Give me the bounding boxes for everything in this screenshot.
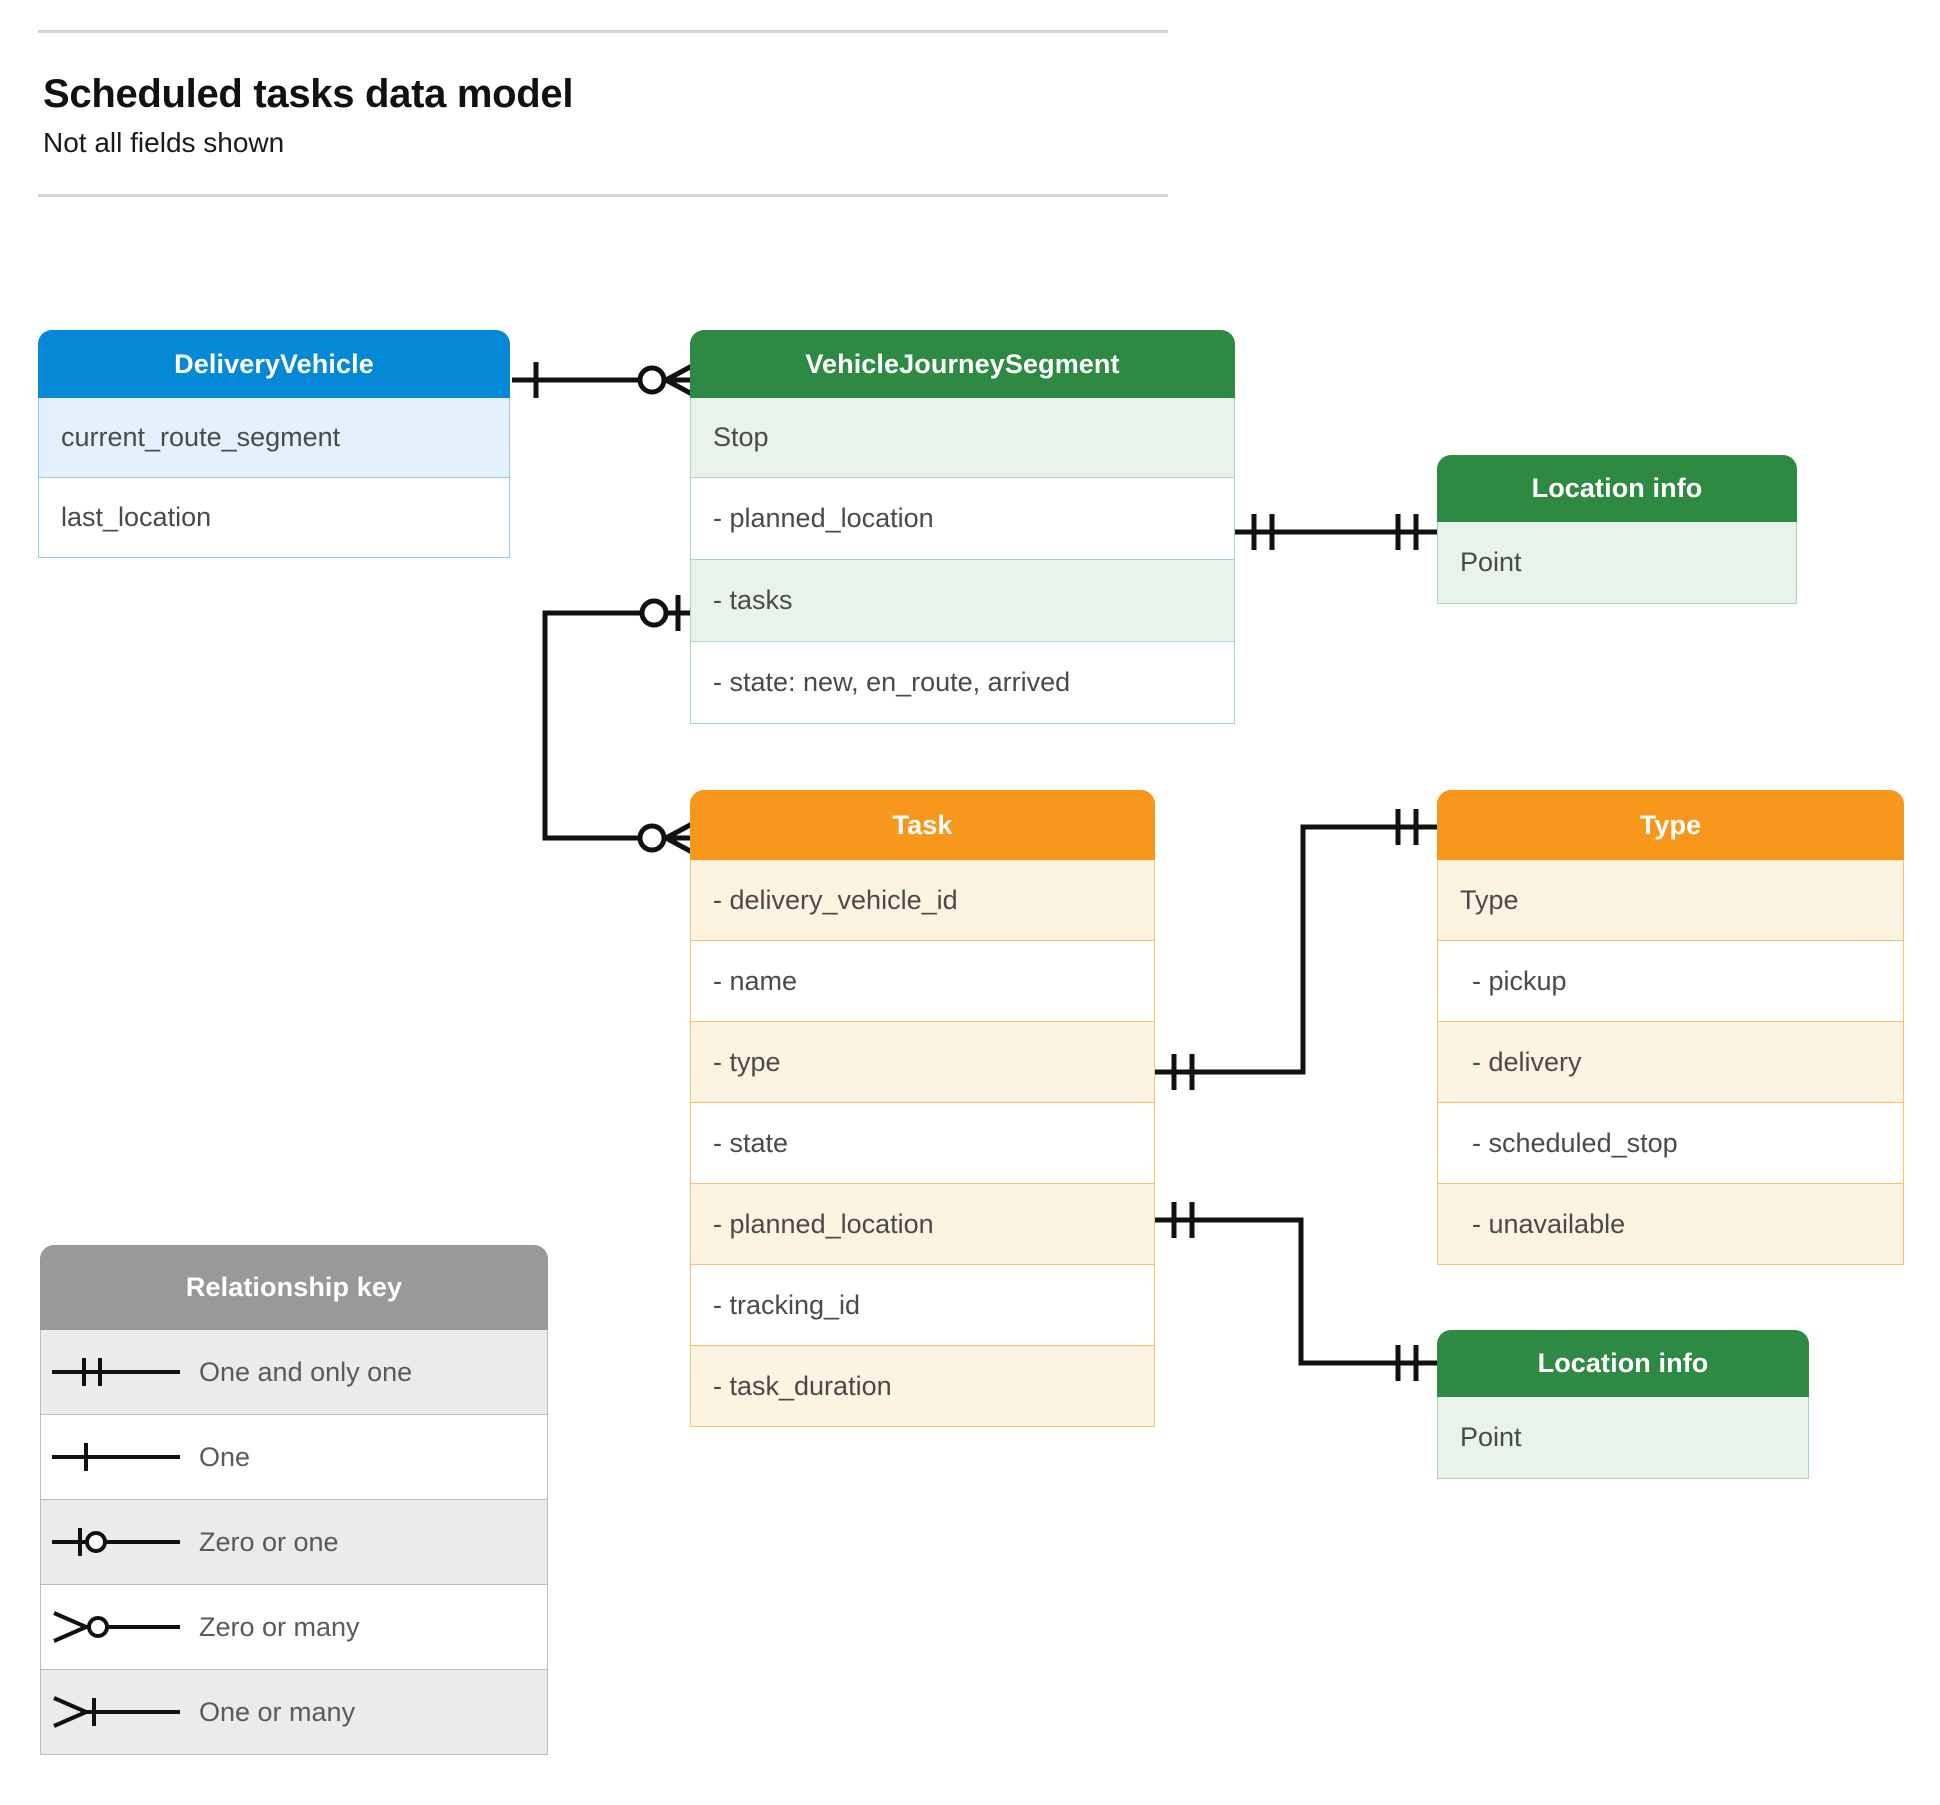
field-row: - scheduled_stop — [1437, 1103, 1904, 1184]
field-row: - name — [690, 941, 1155, 1022]
entity-location-info-bottom-rows: Point — [1437, 1397, 1809, 1479]
entity-delivery-vehicle-rows: current_route_segment last_location — [38, 398, 510, 558]
field-row: Stop — [690, 398, 1235, 478]
entity-delivery-vehicle-title: DeliveryVehicle — [38, 330, 510, 398]
field-row: Point — [1437, 1397, 1809, 1479]
relationship-key-rows: One and only one One — [40, 1330, 548, 1755]
entity-type-rows: Type - pickup - delivery - scheduled_sto… — [1437, 860, 1904, 1265]
zero-or-one-icon — [41, 1522, 191, 1562]
field-row: - delivery_vehicle_id — [690, 860, 1155, 941]
field-row: Type — [1437, 860, 1904, 941]
field-row: - unavailable — [1437, 1184, 1904, 1265]
key-row-zero-or-one: Zero or one — [40, 1500, 548, 1585]
field-row: - task_duration — [690, 1346, 1155, 1427]
field-row: - tracking_id — [690, 1265, 1155, 1346]
entity-location-info-bottom[interactable]: Location info Point — [1437, 1330, 1809, 1479]
page-header: Scheduled tasks data model Not all field… — [38, 30, 1168, 197]
entity-task-title: Task — [690, 790, 1155, 860]
field-row: - state — [690, 1103, 1155, 1184]
key-row-one: One — [40, 1415, 548, 1500]
key-label: Zero or one — [199, 1526, 339, 1557]
connector-task-type-to-type — [1155, 824, 1437, 1075]
one-or-many-icon — [41, 1692, 191, 1732]
field-row: Point — [1437, 522, 1797, 604]
one-and-only-one-icon — [41, 1352, 191, 1392]
field-row: - planned_location — [690, 1184, 1155, 1265]
relationship-key-title: Relationship key — [40, 1245, 548, 1330]
field-row: - tasks — [690, 560, 1235, 642]
entity-task-rows: - delivery_vehicle_id - name - type - st… — [690, 860, 1155, 1427]
key-label: One — [199, 1441, 251, 1472]
entity-vehicle-journey-segment-title: VehicleJourneySegment — [690, 330, 1235, 398]
key-row-one-and-only-one: One and only one — [40, 1330, 548, 1415]
field-row: - pickup — [1437, 941, 1904, 1022]
entity-vehicle-journey-segment[interactable]: VehicleJourneySegment Stop - planned_loc… — [690, 330, 1235, 724]
entity-vehicle-journey-segment-rows: Stop - planned_location - tasks - state:… — [690, 398, 1235, 724]
field-row: - type — [690, 1022, 1155, 1103]
key-label: One and only one — [199, 1356, 413, 1387]
page-title: Scheduled tasks data model — [43, 72, 574, 116]
field-row: - delivery — [1437, 1022, 1904, 1103]
one-icon — [41, 1437, 191, 1477]
entity-location-info-bottom-title: Location info — [1437, 1330, 1809, 1397]
field-row: last_location — [38, 478, 510, 558]
entity-delivery-vehicle[interactable]: DeliveryVehicle current_route_segment la… — [38, 330, 510, 558]
field-row: - planned_location — [690, 478, 1235, 560]
entity-type-title: Type — [1437, 790, 1904, 860]
connector-segment-tasks-to-task — [542, 610, 690, 841]
entity-location-info-top-rows: Point — [1437, 522, 1797, 604]
key-row-zero-or-many: Zero or many — [40, 1585, 548, 1670]
field-row: - state: new, en_route, arrived — [690, 642, 1235, 724]
header-rule-top — [38, 30, 1168, 33]
entity-type[interactable]: Type Type - pickup - delivery - schedule… — [1437, 790, 1904, 1265]
page-subtitle: Not all fields shown — [43, 127, 285, 158]
entity-location-info-top[interactable]: Location info Point — [1437, 455, 1797, 604]
field-row: current_route_segment — [38, 398, 510, 478]
zero-or-many-icon — [41, 1607, 191, 1647]
header-rule-bottom — [38, 193, 1168, 197]
key-label: Zero or many — [199, 1611, 360, 1642]
relationship-key: Relationship key One and only one — [40, 1245, 548, 1755]
entity-location-info-top-title: Location info — [1437, 455, 1797, 522]
entity-task[interactable]: Task - delivery_vehicle_id - name - type… — [690, 790, 1155, 1427]
key-label: One or many — [199, 1696, 356, 1727]
connector-task-location-to-location-bottom — [1155, 1217, 1437, 1366]
key-row-one-or-many: One or many — [40, 1670, 548, 1755]
